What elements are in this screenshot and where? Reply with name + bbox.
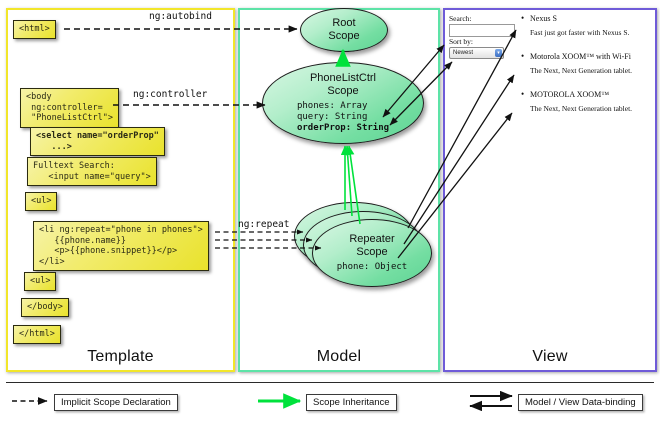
code-box-html-close: </html> [13,325,61,344]
legend-item-model-view-data-binding: Model / View Data-binding [518,394,643,411]
sort-select-value: Newest [453,50,474,56]
prop-phones: phones: Array [296,101,368,111]
code-box-body-controller: <body ng:controller= "PhoneListCtrl"> [20,88,119,128]
ng-controller-label: ng:controller [133,89,208,100]
phone-name: Nexus S [521,13,660,23]
column-label-template: Template [87,348,154,365]
column-label-model: Model [316,348,362,365]
legend: Implicit Scope Declaration Scope Inherit… [6,382,654,416]
code-box-ul-close: <ul> [24,272,57,291]
phone-snippet: The Next, Next Generation tablet. [530,66,633,75]
chevron-down-icon: ▾ [495,49,502,57]
phone-list-item[interactable]: Motorola XOOM™ with Wi-Fi The Next, Next… [521,51,660,75]
sort-label: Sort by: [449,37,473,46]
phone-name: MOTOROLA XOOM™ [521,89,660,99]
column-label-view: View [532,348,568,365]
column-template: Template [6,8,235,372]
phone-name: Motorola XOOM™ with Wi-Fi [521,51,660,61]
code-box-body-close: </body> [21,298,69,317]
phone-list-item[interactable]: MOTOROLA XOOM™ The Next, Next Generation… [521,89,660,113]
scope-phonelistctrl-props: phones: Array query: String orderProp: S… [297,101,389,134]
code-box-select-orderprop: <select name="orderProp" ...> [30,127,165,156]
code-box-li-ng-repeat: <li ng:repeat="phone in phones"> {{phone… [33,221,209,271]
legend-item-implicit-scope-declaration: Implicit Scope Declaration [54,394,178,411]
view-pane: Search: Sort by: Newest ▾ Nexus S Fast j… [449,13,647,134]
prop-orderprop: orderProp: String [296,123,390,133]
code-box-html-open: <html> [13,20,56,39]
code-box-fulltext-search: Fulltext Search: <input name="query"> [27,157,157,186]
code-box-ul-open: <ul> [25,192,58,211]
phone-list-item[interactable]: Nexus S Fast just got faster with Nexus … [521,13,660,37]
sort-select[interactable]: Newest ▾ [449,47,504,59]
search-label: Search: [449,14,472,23]
phone-snippet: The Next, Next Generation tablet. [530,104,633,113]
prop-phone: phone: Object [336,262,408,272]
legend-item-scope-inheritance: Scope Inheritance [306,394,397,411]
ng-autobind-label: ng:autobind [149,11,212,22]
scope-repeater-props: phone: Object [337,262,407,273]
legend-divider [6,382,654,383]
ng-repeat-label: ng:repeat [238,219,290,230]
prop-query: query: String [296,112,368,122]
search-input[interactable] [449,24,515,37]
phone-snippet: Fast just got faster with Nexus S. [530,28,630,37]
